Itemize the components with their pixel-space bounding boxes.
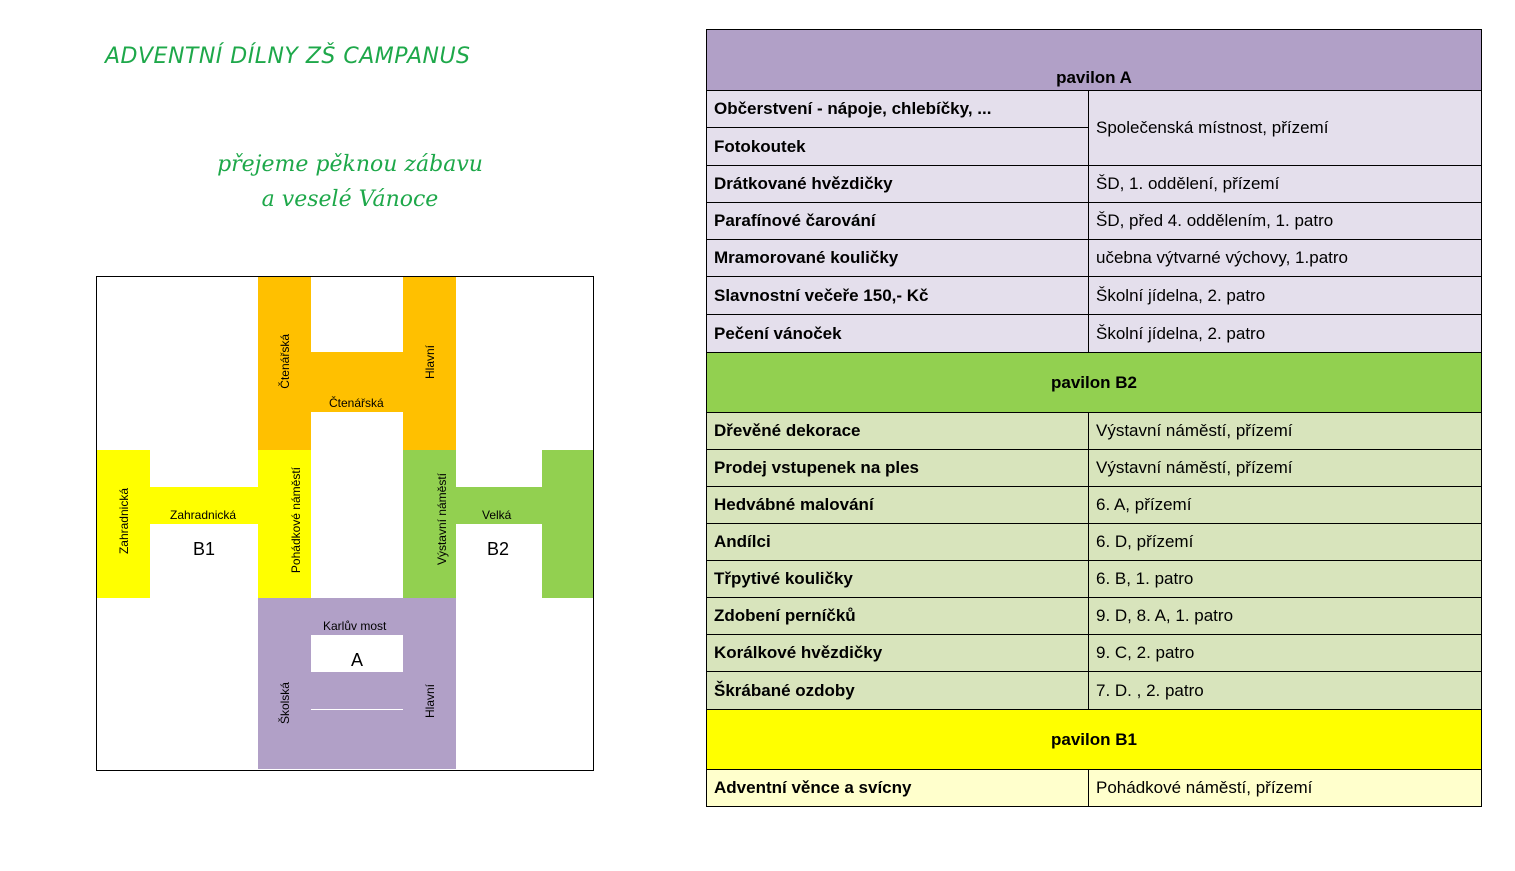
workshop-name: Pečení vánoček	[706, 314, 1089, 353]
table-row: Parafínové čarování ŠD, před 4. oddělení…	[706, 202, 1483, 240]
workshop-place: ŠD, 1. oddělení, přízemí	[1087, 165, 1483, 203]
workshop-name: Občerstvení - nápoje, chlebíčky, ...	[706, 90, 1089, 128]
workshop-place: ŠD, před 4. oddělením, 1. patro	[1087, 202, 1483, 240]
label-zahradnicka-left: Zahradnická	[117, 488, 131, 555]
workshop-place: učebna výtvarné výchovy, 1.patro	[1087, 239, 1483, 277]
section-title: pavilon A	[705, 29, 1483, 91]
workshop-name: Korálkové hvězdičky	[706, 634, 1089, 672]
label-vystavni: Výstavní náměstí	[435, 473, 449, 566]
section-header-pavilon-b1: pavilon B1	[705, 709, 1483, 770]
workshop-place: 9. D, 8. A, 1. patro	[1087, 597, 1483, 635]
table-row: Pečení vánoček Školní jídelna, 2. patro	[706, 314, 1483, 353]
map-corridor-ctenarska	[311, 352, 403, 412]
table-row: Hedvábné malování 6. A, přízemí	[706, 486, 1483, 524]
workshop-name: Dřevěné dekorace	[706, 412, 1089, 450]
workshop-name: Parafínové čarování	[706, 202, 1089, 240]
label-ctenarska-mid: Čtenářská	[329, 396, 384, 410]
workshop-name: Drátkované hvězdičky	[706, 165, 1089, 203]
workshop-name: Prodej vstupenek na ples	[706, 449, 1089, 487]
workshop-place: Pohádkové náměstí, přízemí	[1087, 769, 1483, 807]
label-zahradnicka-mid: Zahradnická	[170, 508, 237, 522]
table-row: Třpytivé kouličky 6. B, 1. patro	[706, 560, 1483, 598]
table-row: Fotokoutek	[706, 127, 1482, 166]
table-row: Slavnostní večeře 150,- Kč Školní jídeln…	[706, 276, 1483, 315]
table-row: Korálkové hvězdičky 9. C, 2. patro	[706, 634, 1483, 672]
section-title: pavilon B2	[705, 352, 1483, 413]
table-row: Andílci 6. D, přízemí	[706, 523, 1483, 561]
label-a: A	[351, 650, 364, 670]
label-karluv-most: Karlův most	[323, 619, 387, 633]
label-skolska: Školská	[278, 682, 292, 725]
table-row: Škrábané ozdoby 7. D. , 2. patro	[706, 671, 1483, 710]
map-wing-zahradnicka	[97, 450, 150, 598]
workshop-place: 9. C, 2. patro	[1087, 634, 1483, 672]
table-row: Dřevěné dekorace Výstavní náměstí, příze…	[706, 412, 1483, 450]
workshop-name: Mramorované kouličky	[706, 239, 1089, 277]
section-header-pavilon-a: pavilon A	[705, 29, 1483, 91]
table-row: Prodej vstupenek na ples Výstavní náměst…	[706, 449, 1483, 487]
label-velka: Velká	[482, 508, 512, 522]
label-b1: B1	[193, 539, 216, 559]
label-b2: B2	[487, 539, 510, 559]
label-pohadkove: Pohádkové náměstí	[289, 467, 303, 574]
section-header-pavilon-b2: pavilon B2	[705, 352, 1483, 413]
map-divider	[311, 709, 403, 710]
map-corridor-zahradnicka	[150, 487, 258, 524]
map-wing-ctenarska	[258, 277, 311, 450]
workshop-name: Andílci	[706, 523, 1089, 561]
label-ctenarska-left: Čtenářská	[278, 334, 292, 389]
map-wing-b2-right	[542, 450, 593, 598]
workshop-place: Školní jídelna, 2. patro	[1087, 276, 1483, 315]
workshop-name: Třpytivé kouličky	[706, 560, 1089, 598]
label-hlavni-top: Hlavní	[423, 345, 437, 380]
workshop-place: 6. D, přízemí	[1087, 523, 1483, 561]
workshop-place: 6. B, 1. patro	[1087, 560, 1483, 598]
section-title: pavilon B1	[705, 709, 1483, 770]
map-wing-pohadkove	[258, 450, 311, 598]
workshop-name: Adventní věnce a svícny	[706, 769, 1089, 807]
map-pavilon-a	[258, 598, 456, 769]
table-row: Drátkované hvězdičky ŠD, 1. oddělení, př…	[706, 165, 1483, 203]
workshop-schedule-table: pavilon A Občerstvení - nápoje, chlebíčk…	[705, 29, 1483, 807]
school-map: Čtenářská Čtenářská Hlavní Zahradnická Z…	[96, 276, 594, 771]
map-wing-hlavni-top	[403, 277, 456, 450]
table-row: Občerstvení - nápoje, chlebíčky, ... Spo…	[706, 90, 1483, 166]
workshop-place: 7. D. , 2. patro	[1087, 671, 1483, 710]
workshop-name: Zdobení perníčků	[706, 597, 1089, 635]
table-row: Zdobení perníčků 9. D, 8. A, 1. patro	[706, 597, 1483, 635]
table-row: Adventní věnce a svícny Pohádkové náměst…	[706, 769, 1483, 807]
map-wing-vystavni	[403, 450, 456, 598]
workshop-name: Hedvábné malování	[706, 486, 1089, 524]
map-room-a	[311, 635, 403, 672]
workshop-place: Výstavní náměstí, přízemí	[1087, 412, 1483, 450]
workshop-place: Výstavní náměstí, přízemí	[1087, 449, 1483, 487]
page-title: ADVENTNÍ DÍLNY ZŠ CAMPANUS	[105, 44, 471, 69]
table-row: Mramorované kouličky učebna výtvarné výc…	[706, 239, 1483, 277]
workshop-place: 6. A, přízemí	[1087, 486, 1483, 524]
workshop-name: Škrábané ozdoby	[706, 671, 1089, 710]
greeting-line-1: přejeme pěknou zábavu	[217, 152, 483, 177]
workshop-place: Společenská místnost, přízemí	[1087, 90, 1483, 166]
workshop-name: Slavnostní večeře 150,- Kč	[706, 276, 1089, 315]
greeting-line-2: a veselé Vánoce	[261, 187, 439, 212]
map-corridor-velka	[456, 487, 542, 524]
workshop-name: Fotokoutek	[706, 127, 1089, 166]
label-hlavni-bottom: Hlavní	[423, 684, 437, 719]
workshop-place: Školní jídelna, 2. patro	[1087, 314, 1483, 353]
